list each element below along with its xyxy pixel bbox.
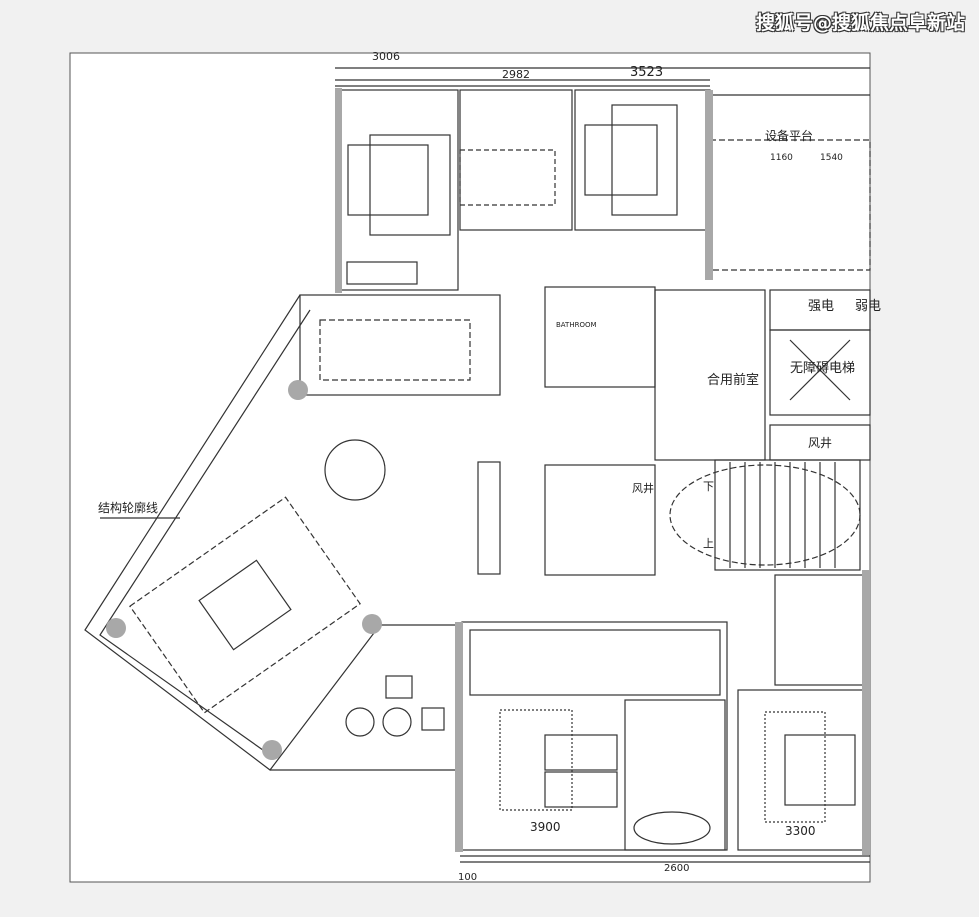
dim-top-mid: 2982 bbox=[502, 68, 530, 81]
label-air-shaft-2: 风井 bbox=[632, 481, 654, 495]
dim-bottom-right: 3300 bbox=[785, 824, 816, 838]
label-shared-lobby: 合用前室 bbox=[707, 372, 759, 388]
label-stairs-up: 上 bbox=[703, 537, 714, 550]
label-bathroom: BATHROOM bbox=[556, 321, 597, 329]
label-equipment-platform: 设备平台 bbox=[765, 128, 813, 143]
columns bbox=[106, 88, 870, 855]
label-strong-power: 强电 bbox=[808, 299, 834, 314]
dim-equip-a: 1160 bbox=[770, 153, 793, 163]
label-air-shaft-1: 风井 bbox=[808, 436, 832, 450]
dim-top-right: 3523 bbox=[630, 65, 663, 80]
dim-equip-b: 1540 bbox=[820, 153, 843, 163]
label-stairs-down: 下 bbox=[703, 480, 714, 493]
dim-bottom-left: 3900 bbox=[530, 820, 561, 834]
label-structure-outline: 结构轮廓线 bbox=[98, 500, 158, 515]
label-accessible-elevator: 无障碍电梯 bbox=[790, 361, 855, 376]
watermark: 搜狐号@搜狐焦点阜新站 bbox=[755, 12, 965, 34]
dim-bottom-mid: 2600 bbox=[664, 863, 689, 874]
label-weak-power: 弱电 bbox=[855, 299, 881, 314]
plan-labels: 3006 2982 3523 设备平台 1160 1540 强电 弱电 无障碍电… bbox=[98, 50, 881, 883]
dim-top-left: 3006 bbox=[372, 50, 400, 63]
dim-bottom-corner: 100 bbox=[458, 872, 477, 883]
